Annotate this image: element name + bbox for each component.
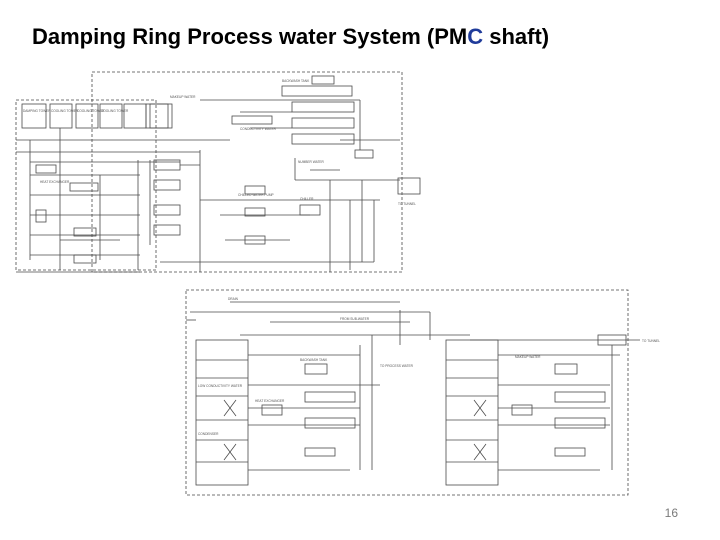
lower-boundary (185, 289, 629, 496)
pump-box (69, 182, 99, 192)
tower-box (145, 103, 169, 129)
label-backwash-tank: BACKWASH TANK (282, 79, 310, 83)
lower-labels: DRAIN FROM SUB-WATER TO TUNNEL MAKEUP WA… (198, 297, 660, 436)
page-number: 16 (664, 506, 678, 520)
tower-box (123, 103, 147, 129)
label-cooling-tower: COOLING TOWER (101, 109, 129, 113)
label-cooling-tower: COOLING TOWER (77, 109, 105, 113)
label-conductivity-water: CONDUCTIVITY WATER (240, 127, 277, 131)
right-module (445, 339, 499, 486)
label-low-conductivity-water: LOW CONDUCTIVITY WATER (198, 384, 243, 388)
label-condenser: CONDENSER (198, 432, 219, 436)
title-text-accent: C (467, 24, 484, 49)
label-chilled-water-pump: CHILLED WATER PUMP (238, 193, 274, 197)
label-heat-exchanger: HEAT EXCHANGER (255, 399, 285, 403)
pump-box (35, 164, 57, 174)
label-makeup-water: MAKEUP WATER (515, 355, 541, 359)
label-cooling-tower: COOLING TOWER (51, 109, 79, 113)
label-to-process-water: TO PROCESS WATER (380, 364, 414, 368)
label-from-sub-water: FROM SUB-WATER (340, 317, 370, 321)
label-backwash-tank: BACKWASH TANK (300, 358, 328, 362)
title-text-start: Damping Ring Process water System (PM (32, 24, 468, 49)
valve-box (73, 254, 97, 264)
label-number-water: NUMBER WATER (298, 160, 325, 164)
label-to-tunnel: TO TUNNEL (398, 202, 416, 206)
tank-symbol (35, 209, 47, 223)
tower-box (21, 103, 47, 129)
slide-title: Damping Ring Process water System (PMC s… (32, 24, 549, 50)
label-drain: DRAIN (228, 297, 239, 301)
upper-boundary (91, 71, 403, 273)
upper-schematic (15, 71, 421, 273)
label-makeup-water: MAKEUP WATER (170, 95, 196, 99)
left-block (15, 99, 157, 271)
left-module (195, 339, 249, 486)
label-to-tunnel: TO TUNNEL (642, 339, 660, 343)
lower-schematic (185, 289, 640, 496)
tower-box (75, 103, 99, 129)
title-text-end: shaft) (483, 24, 550, 49)
upper-labels: DAMPING TOWER COOLING TOWER COOLING TOWE… (23, 79, 416, 206)
label-heat-exchanger: HEAT EXCHANGER (40, 180, 70, 184)
valve-box (73, 227, 97, 237)
label-chiller: CHILLER (300, 197, 314, 201)
label-damping-tower: DAMPING TOWER (23, 109, 51, 113)
tower-box (49, 103, 73, 129)
tower-box (99, 103, 123, 129)
